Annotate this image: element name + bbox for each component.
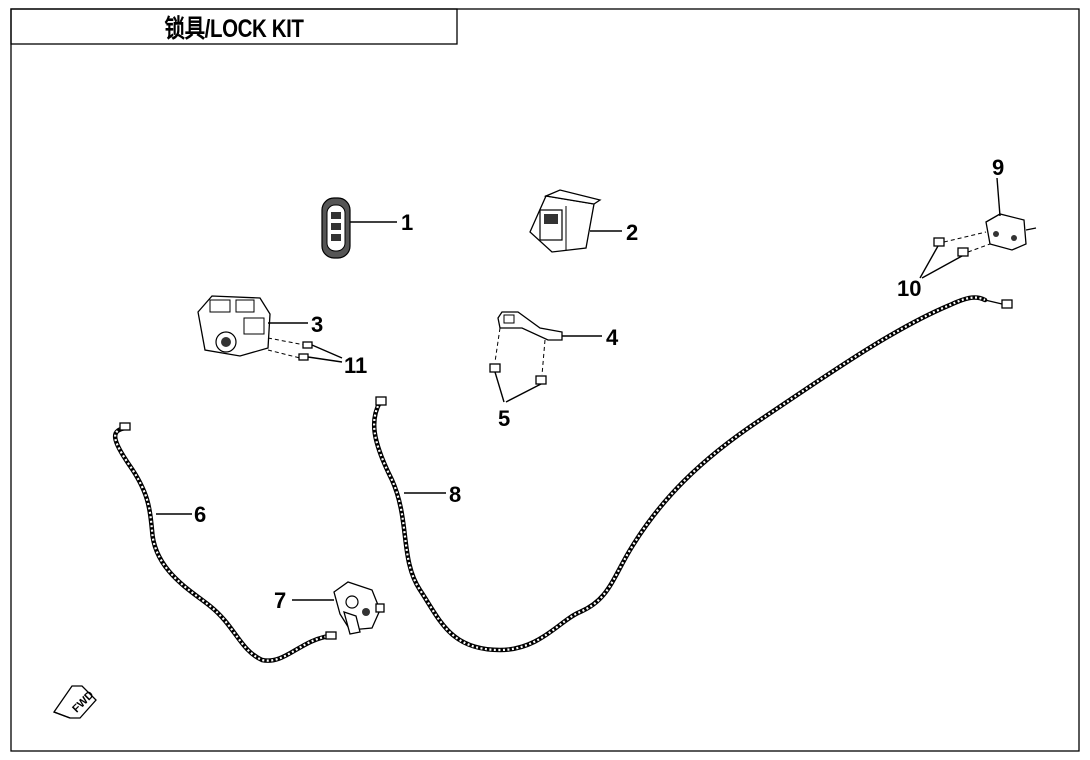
part-9-latch-plate	[985, 177, 1037, 251]
callout-7: 7	[274, 588, 286, 613]
callout-4: 4	[606, 325, 619, 350]
part-4-bracket	[494, 311, 602, 376]
part-6-cable	[113, 422, 337, 663]
callout-11: 11	[344, 353, 367, 378]
callout-1: 1	[401, 210, 413, 235]
part-2-control-module	[529, 189, 622, 253]
callout-10: 10	[897, 276, 921, 301]
callout-3: 3	[311, 312, 323, 337]
callout-6: 6	[194, 502, 206, 527]
part-8-cable	[371, 295, 1013, 653]
part-5-bolts	[489, 363, 547, 403]
callout-5: 5	[498, 406, 510, 431]
outer-border	[10, 8, 1080, 752]
part-7-latch-assembly	[292, 581, 385, 635]
callout-9: 9	[992, 155, 1004, 180]
page-title: 锁具/LOCK KIT	[164, 14, 304, 43]
fwd-arrow-icon: FWD	[52, 685, 97, 719]
part-11-screws	[298, 341, 343, 363]
part-10-bolts	[919, 231, 991, 279]
part-1-key-fob	[321, 197, 397, 259]
title-box-border	[10, 8, 458, 45]
callout-8: 8	[449, 482, 461, 507]
part-3-ignition-lock	[197, 295, 308, 359]
callout-2: 2	[626, 220, 638, 245]
